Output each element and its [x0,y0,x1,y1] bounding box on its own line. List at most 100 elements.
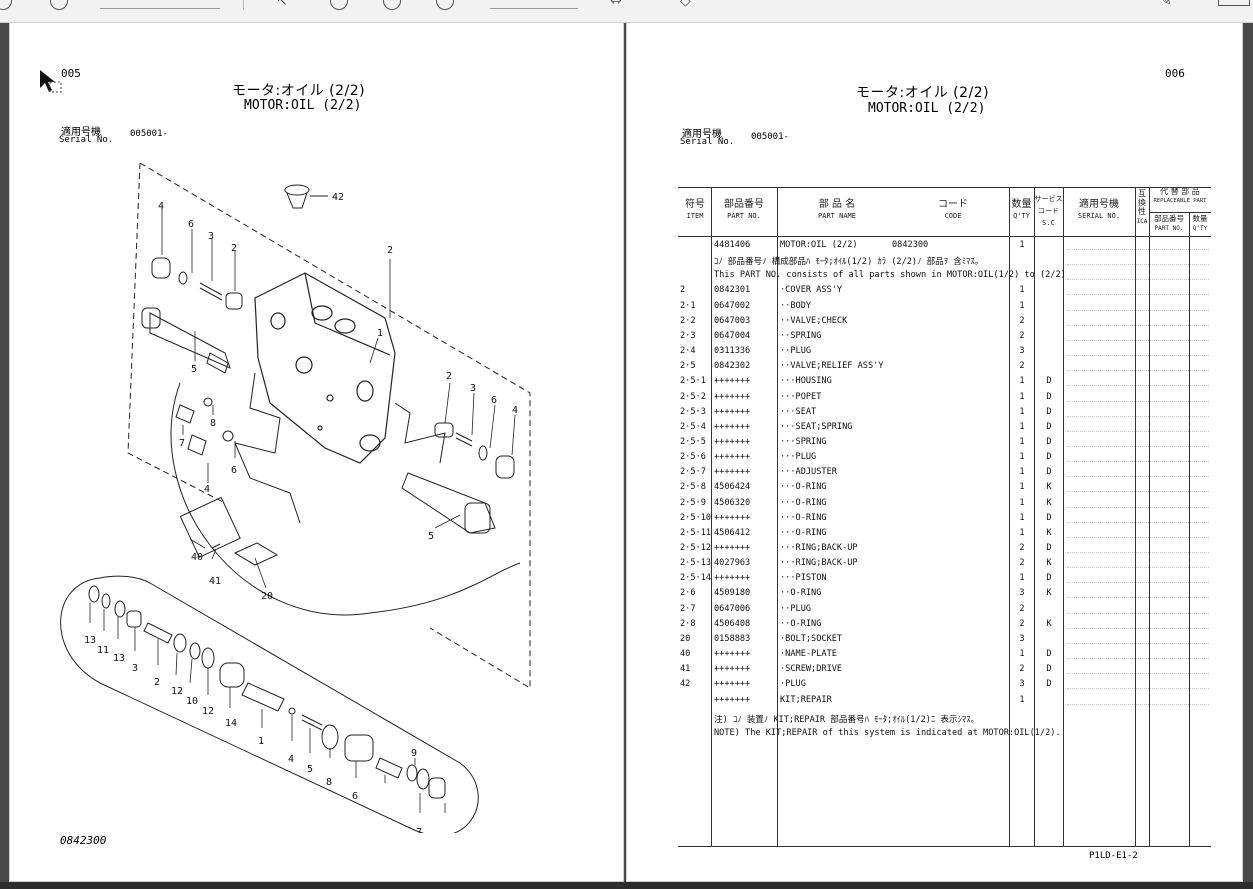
cell-sc: K [1046,618,1052,629]
zoom-out-icon[interactable] [330,0,348,10]
row-guide-line [1067,597,1209,599]
row-guide-line [1067,430,1209,432]
callout-label: 3 [208,231,214,242]
callout-label: 2 [231,243,237,254]
row-guide-line [1067,703,1209,705]
callout-label: 5 [191,364,197,375]
cell-part: 0647002 [714,300,751,311]
cell-item: 41 [680,664,691,675]
cell-item: 2·5·2 [680,391,706,402]
cell-name: ··VALVE;CHECK [780,315,848,326]
cell-name: ·PLUG [780,679,806,690]
cursor-tool-icon[interactable]: ↖ [276,0,288,9]
zoom-level-field[interactable] [490,0,578,9]
cell-qty: 2 [1019,543,1025,553]
zoom-reset-icon[interactable] [436,0,454,10]
cell-name: MOTOR:OIL (2/2) [780,240,858,250]
cell-name: ··SPRING [780,330,822,341]
cell-qty: 3 [1019,588,1025,599]
cell-item: 2·5·10 [680,512,712,523]
row-guide-line [1067,400,1209,402]
cell-qty: 2 [1019,330,1025,341]
cell-qty: 1 [1019,436,1025,447]
sidebar-toggle-icon[interactable] [1218,0,1250,6]
cell-item: 2 [680,285,686,296]
cell-name: ··PLUG [780,346,812,357]
callout-label: 5 [307,764,313,775]
callout-leaders [89,208,516,813]
callout-label: 1 [258,736,264,747]
row-guide-line [1067,294,1209,296]
callout-label: 7 [416,827,422,833]
cell-item: 2·1 [680,300,696,311]
row-guide-line [1067,673,1209,675]
page-number-field[interactable] [100,0,220,9]
assembly-arc [170,382,521,616]
cell-item: 2·8 [680,618,696,629]
cell-name: ···SEAT;SPRING [780,421,853,432]
page-right: 006 モータ:オイル (2/2) MOTOR:OIL (2/2) 適用号機 S… [626,22,1243,882]
page-footer-code: P1LD-E1-2 [1089,851,1138,861]
cell-part: +++++++ [714,649,751,660]
repair-kit-parts [88,585,446,799]
kit-note-en: NOTE) The KIT;REPAIR of this system is i… [714,728,1061,738]
cell-part: 4506408 [714,618,751,629]
cell-part: 0311336 [714,346,751,357]
fit-width-icon[interactable]: ⇔ [610,0,622,9]
row-guide-line [1067,642,1209,644]
row-guide-line [1067,445,1209,447]
callout-label: 13 [113,653,125,664]
callout-label: 11 [97,645,109,656]
serial-value: 005001- [130,129,168,139]
cell-qty: 1 [1019,497,1025,508]
cell-item: 2·7 [680,603,696,614]
cell-item: 2·5·7 [680,467,706,478]
header-ica-jp: 互換性 [1138,189,1146,216]
page-title-en: MOTOR:OIL (2/2) [868,101,986,116]
cell-name: ···RING;BACK-UP [780,543,858,553]
cell-part: 0647004 [714,330,751,341]
page-left: 005 モータ:オイル (2/2) MOTOR:OIL (2/2) 適用号機 S… [9,22,624,882]
callout-label: 14 [225,718,237,729]
nav-circle-icon[interactable] [50,0,68,10]
cell-part: 4506424 [714,482,751,493]
cell-qty: 2 [1019,664,1025,675]
cell-name: ··VALVE;RELIEF ASS'Y [780,361,884,372]
zoom-in-icon[interactable] [383,0,401,10]
callout-label: 42 [332,192,344,203]
rotate-icon[interactable]: ◇ [680,0,691,9]
page-title-jp: モータ:オイル (2/2) [856,85,990,101]
serial-value: 005001- [751,132,789,142]
row-guide-line [1067,309,1209,311]
nav-circle-icon[interactable] [0,0,12,10]
callout-label: 6 [352,791,358,802]
cell-qty: 2 [1019,558,1025,569]
left-valve-cluster [141,257,243,456]
cell-sc: D [1046,664,1052,675]
row-guide-line [1067,264,1209,266]
toolbar-divider [243,0,244,10]
cell-sc: D [1046,391,1052,402]
page-title-en: MOTOR:OIL (2/2) [244,98,362,113]
cell-item: 2·3 [680,330,696,341]
row-guide-line [1067,324,1209,326]
sign-icon[interactable]: ✎ [1160,0,1172,9]
note-row-jp: ｺﾉ 部品番号ﾉ 構成部品ﾊ ﾓｰﾀ;ｵｲﾙ(1/2) ｶﾗ (2/2)ﾉ 部品… [714,257,984,267]
row-guide-line [1067,658,1209,660]
socket-bolt [233,542,279,566]
cell-item: 2·5·1 [680,376,706,387]
callout-label: 3 [470,383,476,394]
cell-sc: D [1046,452,1052,463]
cell-qty: 1 [1019,300,1025,311]
serial-label-jp: 適用号機 [682,129,722,140]
right-valve-cluster [401,422,515,534]
header-serial-jp: 適用号機 [1079,199,1119,210]
header-qty-jp: 数量 [1011,199,1032,210]
cell-item: 2·5·5 [680,436,706,447]
header-qty-en: Q'TY [1013,212,1030,220]
callout-label: 6 [188,219,194,230]
cell-qty: 1 [1019,694,1025,705]
callout-label: 12 [202,706,214,717]
